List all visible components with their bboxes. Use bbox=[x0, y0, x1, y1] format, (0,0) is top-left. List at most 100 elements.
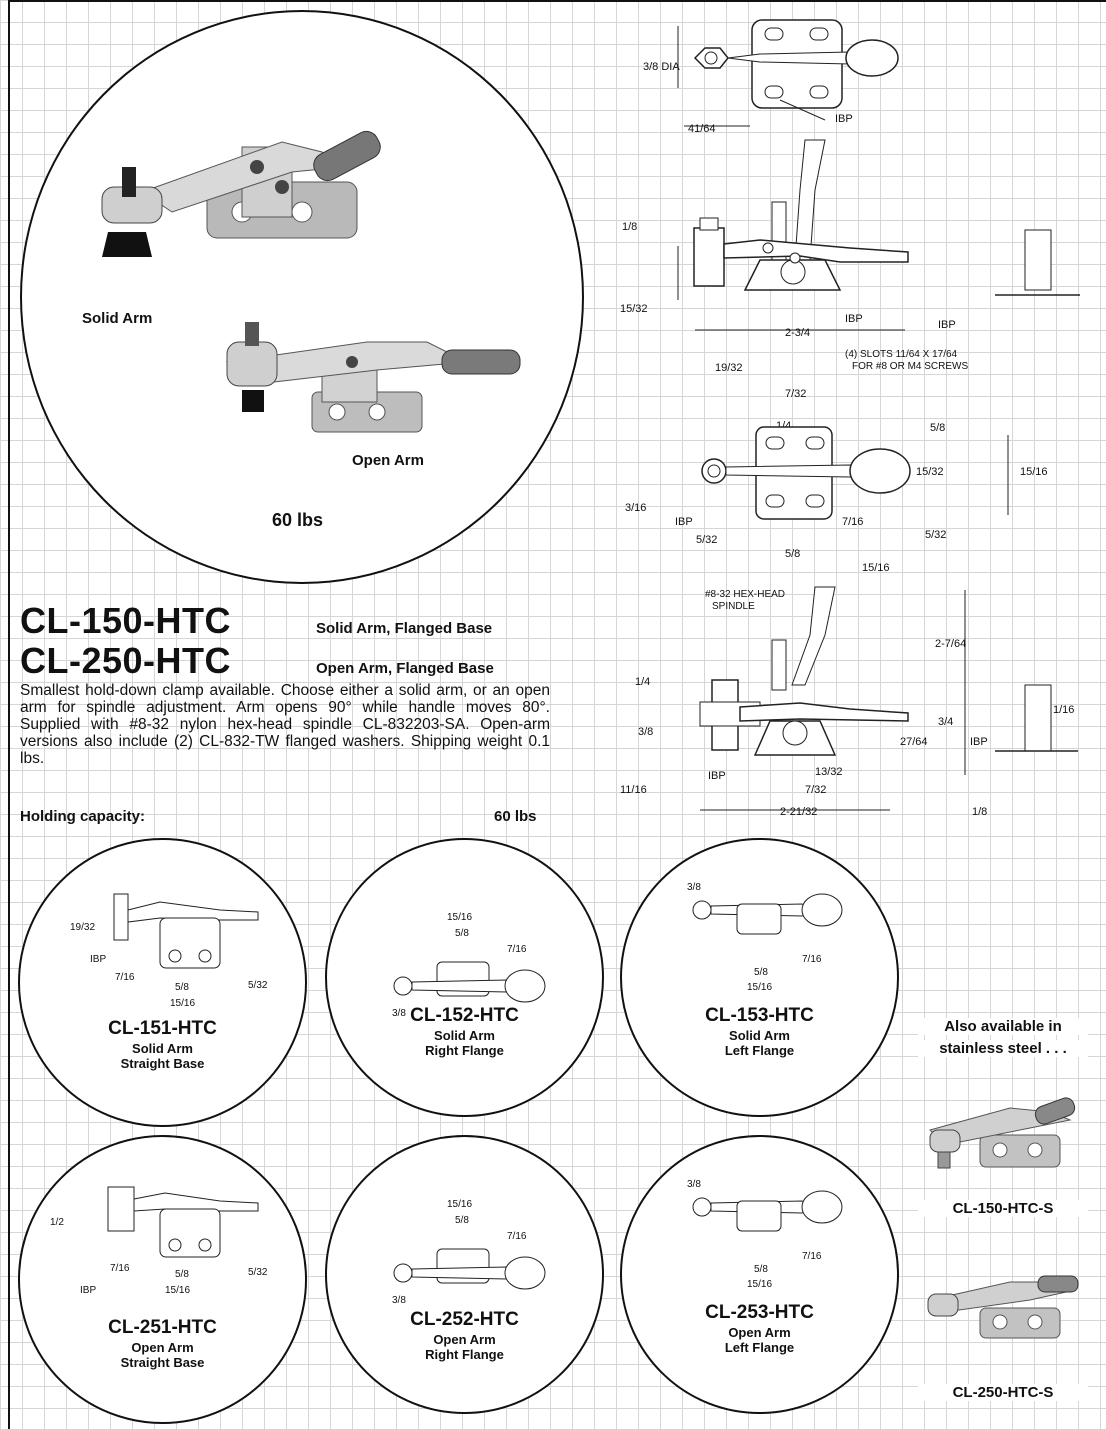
dim-15-32-plan: 15/32 bbox=[916, 466, 944, 478]
dim-251-f: 15/16 bbox=[165, 1285, 190, 1296]
dim-1-8-side: 1/8 bbox=[622, 221, 637, 233]
dim-3-8-dia: 3/8 DIA bbox=[643, 61, 680, 73]
variant-line2-cl-251-htc: Straight Base bbox=[120, 1355, 205, 1370]
open-arm-view-drawing: #8-32 HEX-HEAD SPINDLE 2-7/64 1/4 3/4 3/… bbox=[620, 586, 1078, 818]
dim-2-3-4: 2-3/4 bbox=[785, 327, 810, 339]
variant-circle-cl-151-htc: 19/32 IBP 7/16 5/8 5/32 15/16 CL-151-HTC… bbox=[18, 838, 307, 1127]
cl-152-htc-drawing: 15/16 5/8 7/16 3/8 bbox=[392, 912, 546, 1019]
dim-152-c: 7/16 bbox=[507, 944, 527, 955]
dim-1-8-open: 1/8 bbox=[972, 806, 987, 818]
variant-title-cl-252-htc: CL-252-HTC bbox=[410, 1309, 519, 1330]
cl-252-htc-drawing: 15/16 5/8 7/16 3/8 bbox=[392, 1199, 546, 1306]
stainless-heading-line2: stainless steel . . . bbox=[918, 1040, 1088, 1057]
dim-151-f: 15/16 bbox=[170, 998, 195, 1009]
dim-252-b: 5/8 bbox=[455, 1215, 469, 1226]
dim-151-c: 7/16 bbox=[115, 972, 135, 983]
dim-151-a: 19/32 bbox=[70, 922, 95, 933]
stainless-clamp-photo-2 bbox=[927, 1275, 1079, 1339]
solid-arm-clamp-photo bbox=[101, 130, 381, 257]
dim-252-a: 15/16 bbox=[447, 1199, 472, 1210]
dim-253-d: 15/16 bbox=[747, 1279, 772, 1290]
note-hex-head: #8-32 HEX-HEAD bbox=[705, 589, 785, 600]
model-desc-cl-250-htc: Open Arm, Flanged Base bbox=[316, 660, 494, 677]
dim-152-b: 5/8 bbox=[455, 928, 469, 939]
note-slots: (4) SLOTS 11/64 X 17/64 bbox=[845, 349, 958, 360]
holding-capacity-label: Holding capacity: bbox=[20, 808, 146, 825]
dim-ibp-open-right: IBP bbox=[970, 736, 988, 748]
variant-line1-cl-253-htc: Open Arm bbox=[728, 1325, 791, 1340]
dim-153-c: 5/8 bbox=[754, 967, 768, 978]
dim-151-d: 5/8 bbox=[175, 982, 189, 993]
page-frame-top bbox=[8, 0, 1106, 2]
model-name-cl-250-htc: CL-250-HTC bbox=[20, 640, 232, 681]
dim-152-a: 15/16 bbox=[447, 912, 472, 923]
dim-7-16-plan: 7/16 bbox=[842, 516, 863, 528]
dim-251-c: 5/8 bbox=[175, 1269, 189, 1280]
page-frame-left bbox=[8, 0, 10, 1429]
dim-153-b: 7/16 bbox=[802, 954, 822, 965]
variant-title-cl-153-htc: CL-153-HTC bbox=[705, 1005, 814, 1026]
dim-5-32-plan-left: 5/32 bbox=[696, 534, 717, 546]
product-description: Smallest hold-down clamp available. Choo… bbox=[20, 682, 550, 767]
variant-title-cl-253-htc: CL-253-HTC bbox=[705, 1302, 814, 1323]
dim-252-c: 7/16 bbox=[507, 1231, 527, 1242]
dim-1-16: 1/16 bbox=[1053, 704, 1074, 716]
dim-ibp-top: IBP bbox=[835, 113, 853, 125]
stainless-item-cl-250-htc-s: CL-250-HTC-S bbox=[918, 1384, 1088, 1401]
model-name-cl-150-htc: CL-150-HTC bbox=[20, 600, 232, 641]
dim-151-e: 5/32 bbox=[248, 980, 268, 991]
dim-152-d: 3/8 bbox=[392, 1008, 406, 1019]
variant-line1-cl-153-htc: Solid Arm bbox=[729, 1028, 790, 1043]
cl-151-htc-drawing: 19/32 IBP 7/16 5/8 5/32 15/16 bbox=[70, 893, 268, 1009]
dim-3-8-open: 3/8 bbox=[638, 726, 653, 738]
solid-arm-label: Solid Arm bbox=[82, 310, 153, 327]
dim-3-16: 3/16 bbox=[625, 502, 646, 514]
dim-ibp-open-left: IBP bbox=[708, 770, 726, 782]
variant-circle-cl-153-htc: 3/8 7/16 5/8 15/16 CL-153-HTC Solid Arm … bbox=[620, 838, 899, 1117]
cl-253-htc-drawing: 3/8 7/16 5/8 15/16 bbox=[687, 1179, 843, 1290]
dim-5-8-plan-top: 5/8 bbox=[930, 422, 945, 434]
variant-line1-cl-252-htc: Open Arm bbox=[433, 1332, 496, 1347]
dim-15-16-plan-right: 15/16 bbox=[1020, 466, 1048, 478]
dim-251-b: 7/16 bbox=[110, 1263, 130, 1274]
variant-line2-cl-151-htc: Straight Base bbox=[120, 1056, 205, 1071]
dim-153-a: 3/8 bbox=[687, 882, 701, 893]
dim-5-8-plan-bottom: 5/8 bbox=[785, 548, 800, 560]
variant-title-cl-251-htc: CL-251-HTC bbox=[108, 1317, 217, 1338]
dim-41-64: 41/64 bbox=[688, 123, 716, 135]
dim-7-32-open: 7/32 bbox=[805, 784, 826, 796]
open-arm-clamp-photo bbox=[225, 322, 521, 433]
dim-252-d: 3/8 bbox=[392, 1295, 406, 1306]
hero-photo-circle: Solid Arm Open Arm 60 lbs bbox=[20, 10, 584, 584]
top-view-drawing: 3/8 DIA 41/64 IBP bbox=[643, 19, 899, 135]
cl-153-htc-drawing: 3/8 7/16 5/8 15/16 bbox=[687, 882, 843, 993]
stainless-heading-line1: Also available in bbox=[918, 1018, 1088, 1035]
dim-7-32-plan: 7/32 bbox=[785, 388, 806, 400]
variant-line2-cl-253-htc: Left Flange bbox=[724, 1340, 795, 1355]
cl-251-htc-drawing: 1/2 7/16 5/8 5/32 IBP 15/16 bbox=[50, 1186, 268, 1296]
dim-151-b: IBP bbox=[90, 954, 106, 965]
variant-line2-cl-152-htc: Right Flange bbox=[425, 1043, 504, 1058]
dim-251-e: IBP bbox=[80, 1285, 96, 1296]
dim-3-4-open: 3/4 bbox=[938, 716, 953, 728]
dim-ibp-plan: IBP bbox=[675, 516, 693, 528]
holding-capacity-value: 60 lbs bbox=[494, 808, 537, 825]
variant-title-cl-152-htc: CL-152-HTC bbox=[410, 1005, 519, 1026]
dim-153-d: 15/16 bbox=[747, 982, 772, 993]
variant-line1-cl-152-htc: Solid Arm bbox=[434, 1028, 495, 1043]
variant-circle-cl-251-htc: 1/2 7/16 5/8 5/32 IBP 15/16 CL-251-HTC O… bbox=[18, 1135, 307, 1424]
model-desc-cl-150-htc: Solid Arm, Flanged Base bbox=[316, 620, 493, 637]
variant-title-cl-151-htc: CL-151-HTC bbox=[108, 1018, 217, 1039]
dim-13-32: 13/32 bbox=[815, 766, 843, 778]
variant-line1-cl-151-htc: Solid Arm bbox=[132, 1041, 193, 1056]
dim-1-4-open: 1/4 bbox=[635, 676, 650, 688]
dim-ibp-side-end: IBP bbox=[938, 319, 956, 331]
variant-line2-cl-153-htc: Left Flange bbox=[724, 1043, 795, 1058]
variant-circle-cl-252-htc: 15/16 5/8 7/16 3/8 CL-252-HTC Open Arm R… bbox=[325, 1135, 604, 1414]
dim-251-d: 5/32 bbox=[248, 1267, 268, 1278]
note-spindle: SPINDLE bbox=[712, 601, 755, 612]
dim-15-16-plan-bottom: 15/16 bbox=[862, 562, 890, 574]
dim-253-b: 7/16 bbox=[802, 1251, 822, 1262]
dim-253-c: 5/8 bbox=[754, 1264, 768, 1275]
stainless-clamp-photo-1 bbox=[929, 1097, 1076, 1169]
